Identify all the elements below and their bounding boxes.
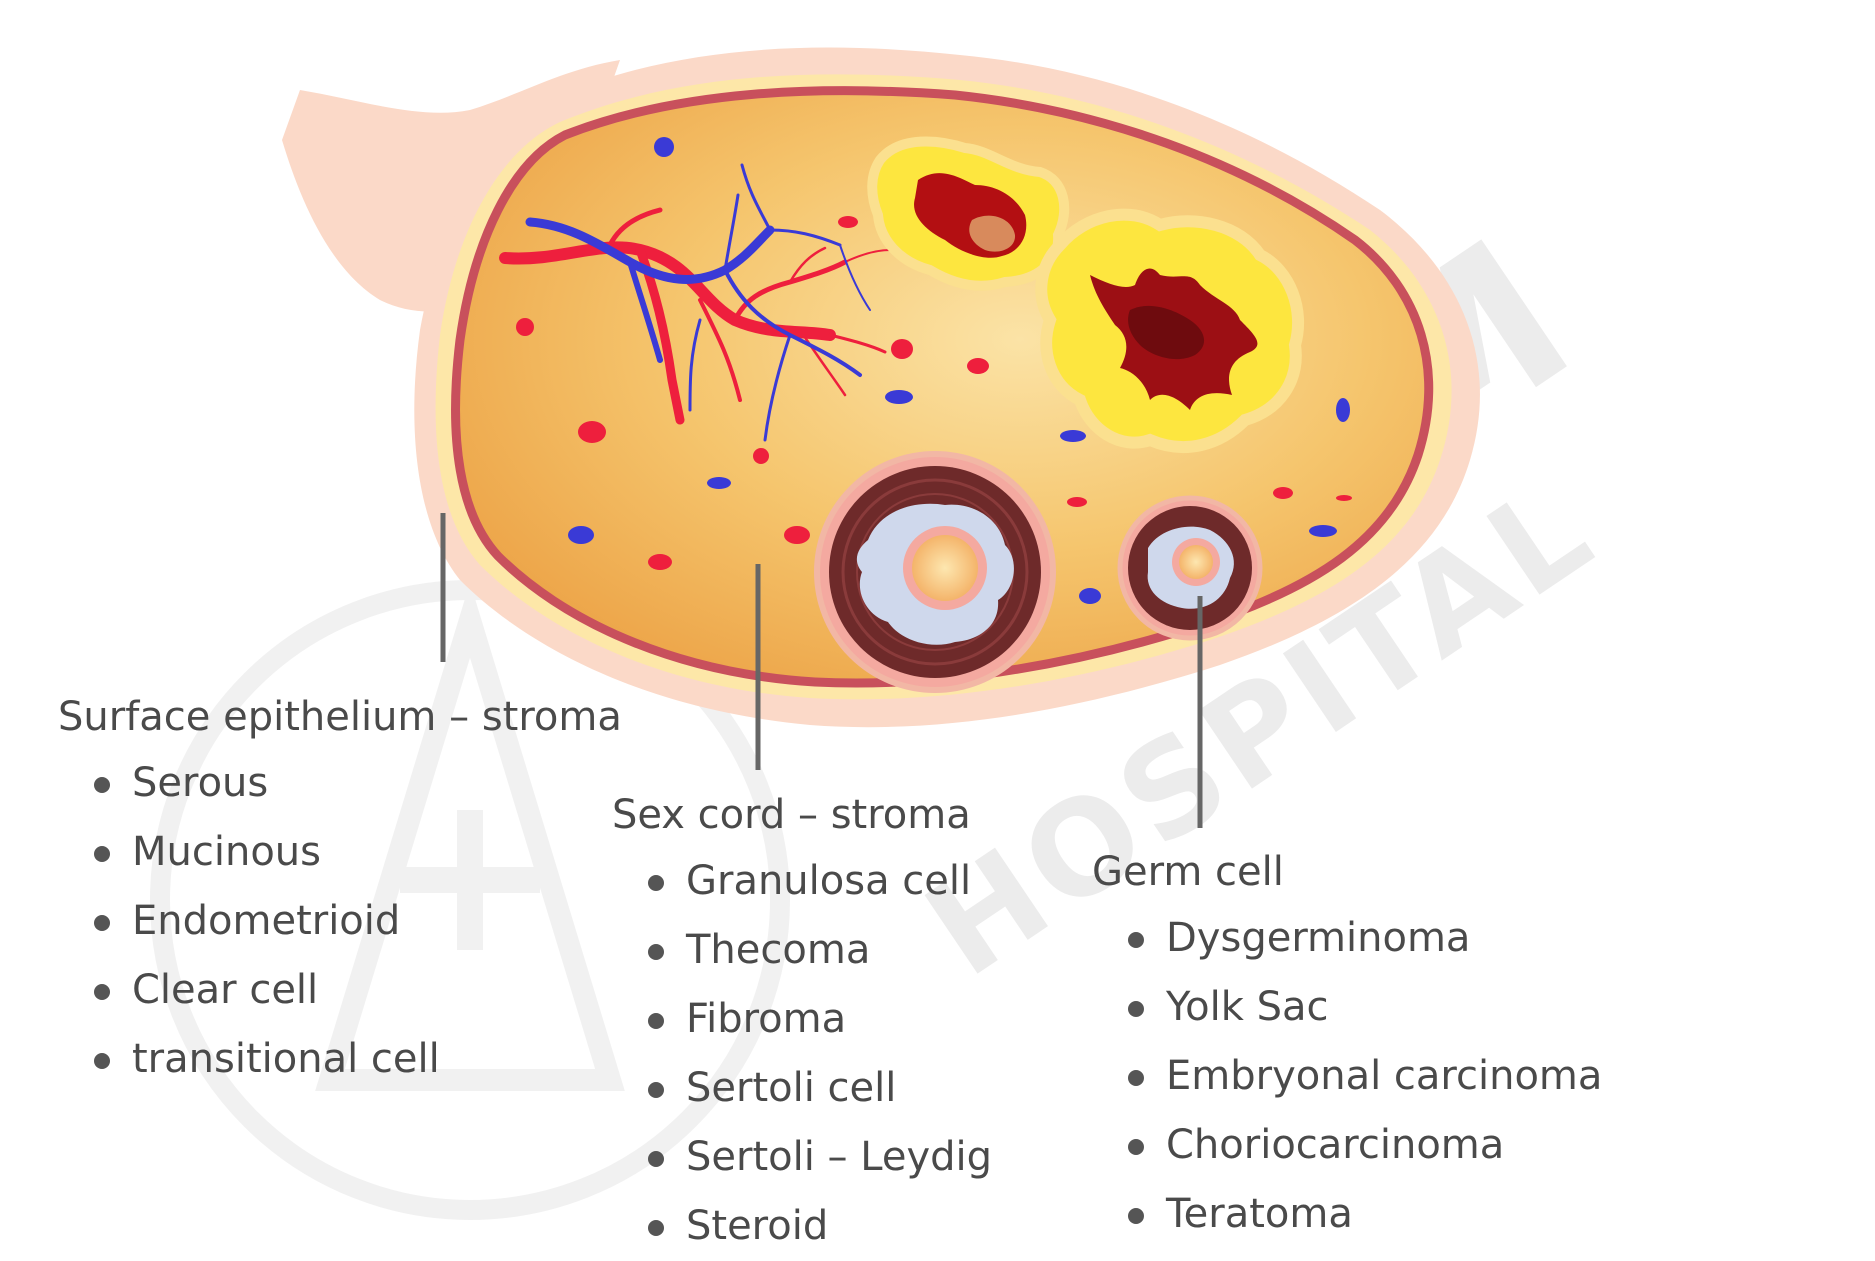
group-germ-cell: Germ cell Dysgerminoma Yolk Sac Embryona… (1092, 848, 1602, 1249)
list-item: Serous (94, 749, 622, 818)
list-item: Clear cell (94, 956, 622, 1025)
group-sex-cord-stroma: Sex cord – stroma Granulosa cell Thecoma… (612, 791, 992, 1261)
group-surface-epithelium: Surface epithelium – stroma Serous Mucin… (58, 693, 622, 1094)
list-item: Steroid (648, 1192, 992, 1261)
list-item: Mucinous (94, 818, 622, 887)
list-item: Teratoma (1128, 1180, 1602, 1249)
list-item: Yolk Sac (1128, 973, 1602, 1042)
list-item: Choriocarcinoma (1128, 1111, 1602, 1180)
list-item: Thecoma (648, 916, 992, 985)
list-sexcord: Granulosa cell Thecoma Fibroma Sertoli c… (612, 847, 992, 1261)
list-surface: Serous Mucinous Endometrioid Clear cell … (58, 749, 622, 1094)
blue-blood-cells (568, 137, 1350, 604)
list-item: Fibroma (648, 985, 992, 1054)
group-title-sexcord: Sex cord – stroma (612, 792, 971, 838)
list-item: transitional cell (94, 1025, 622, 1094)
group-title-surface: Surface epithelium – stroma (58, 694, 622, 740)
list-item: Sertoli – Leydig (648, 1123, 992, 1192)
list-item: Endometrioid (94, 887, 622, 956)
list-item: Granulosa cell (648, 847, 992, 916)
vein-vessels (525, 163, 871, 442)
list-item: Sertoli cell (648, 1054, 992, 1123)
list-item: Dysgerminoma (1128, 904, 1602, 973)
small-follicle (1117, 495, 1263, 641)
list-germ: Dysgerminoma Yolk Sac Embryonal carcinom… (1092, 904, 1602, 1249)
corpus-luteum-large (1035, 208, 1305, 453)
large-follicle (814, 451, 1056, 693)
group-title-germ: Germ cell (1092, 849, 1284, 895)
red-blood-cells (516, 216, 1352, 570)
list-item: Embryonal carcinoma (1128, 1042, 1602, 1111)
